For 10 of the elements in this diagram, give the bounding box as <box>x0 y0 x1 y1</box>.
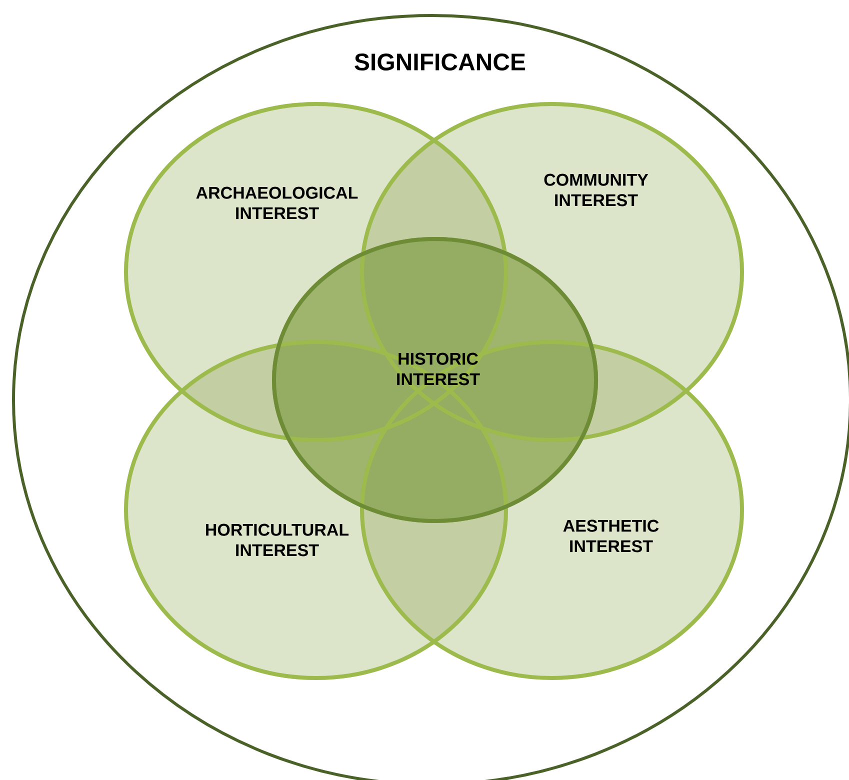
interest-label: HORTICULTURAL INTEREST <box>206 524 349 556</box>
heading: SIGNIFICANCE <box>354 54 526 70</box>
interest-label: HISTORIC INTEREST <box>397 352 480 386</box>
interest-ellipse <box>360 102 744 442</box>
interest-label: AESTHETIC INTEREST <box>563 520 659 552</box>
interest-ellipse <box>124 340 508 680</box>
interest-ellipse <box>360 340 744 680</box>
interest-ellipse <box>124 102 508 442</box>
interest-label: ARCHAEOLOGICAL INTEREST <box>196 186 358 220</box>
interest-label: COMMUNITY INTEREST <box>544 174 648 206</box>
